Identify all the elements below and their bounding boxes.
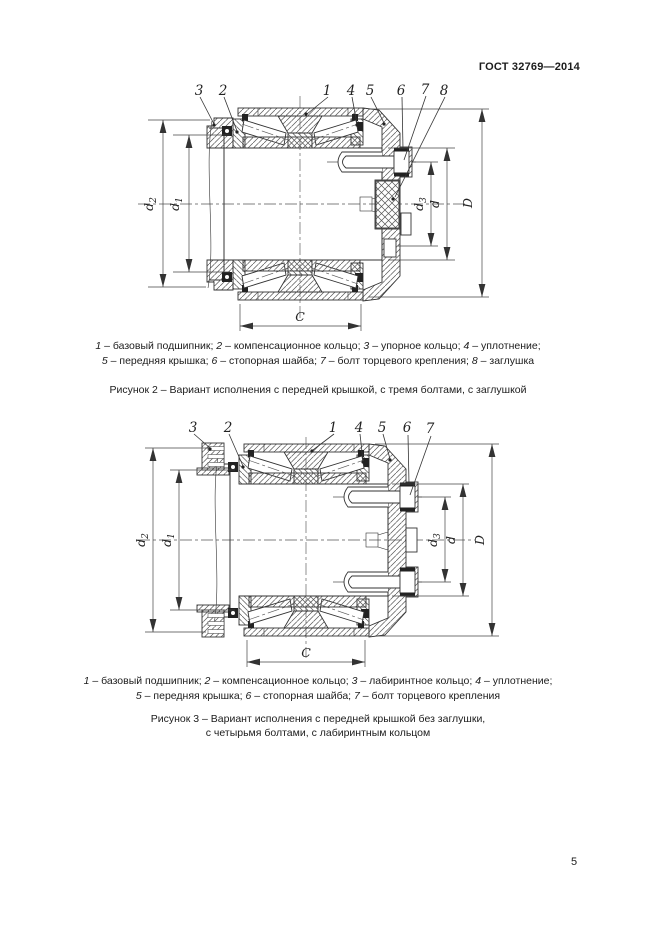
legend-line: 5 – передняя крышка; 6 – стопорная шайба… — [20, 689, 616, 704]
cover-bolt — [327, 147, 416, 177]
legend-item: 7 – болт торцевого крепления — [354, 690, 501, 702]
dim-label-d3: d3 — [425, 533, 443, 547]
callout-4: 4 — [354, 420, 364, 436]
front-cover — [368, 443, 419, 638]
dim-label-d2: d2 — [141, 197, 159, 211]
dim-label-C: C — [301, 645, 311, 660]
callout-2: 2 — [223, 420, 233, 436]
dim-label-d3: d3 — [411, 197, 429, 211]
inner-rings — [248, 468, 367, 612]
dim-label-d1: d1 — [159, 533, 177, 547]
callout-labels: 3 2 1 4 5 6 7 — [189, 420, 435, 437]
figure-3-drawing: d2 d1 d3 d D C 3 2 1 4 5 6 7 — [133, 420, 499, 667]
document-header: ГОСТ 32769—2014 — [478, 61, 580, 73]
page-number: 5 — [571, 856, 578, 868]
callout-6: 6 — [397, 83, 406, 99]
callout-1: 1 — [323, 83, 332, 99]
legend-item: 2 – компенсационное кольцо; — [204, 675, 349, 687]
legend-item: 3 – лабиринтное кольцо; — [351, 675, 473, 687]
figure3-legend: 1 – базовый подшипник; 2 – компенсационн… — [20, 674, 616, 704]
cover-bolt-top — [333, 482, 422, 512]
callout-3: 3 — [189, 420, 198, 436]
legend-line: 1 – базовый подшипник; 2 – компенсационн… — [20, 339, 616, 354]
dim-label-d: d — [427, 200, 442, 208]
dim-label-D: D — [472, 535, 487, 546]
callout-labels: 3 2 1 4 5 6 7 8 — [195, 82, 449, 99]
legend-item: 5 – передняя крышка; — [101, 355, 209, 367]
callout-leaders — [199, 95, 446, 201]
dim-label-D: D — [460, 198, 475, 209]
figure-2-drawing: d2 d1 d3 d D C 3 2 1 4 5 6 7 8 — [138, 82, 489, 331]
legend-item: 5 – передняя крышка; — [135, 690, 243, 702]
legend-item: 1 – базовый подшипник; — [95, 340, 214, 352]
callout-5: 5 — [366, 83, 375, 99]
callout-leaders — [193, 433, 432, 496]
legend-item: 7 – болт торцевого крепления; — [320, 355, 469, 367]
figure2-caption: Рисунок 2 – Вариант исполнения с передне… — [109, 384, 527, 396]
callout-8: 8 — [440, 83, 449, 99]
legend-item: 6 – стопорная шайба; — [211, 355, 318, 367]
callout-2: 2 — [218, 83, 228, 99]
legend-item: 6 – стопорная шайба; — [245, 690, 352, 702]
dimension-lines — [145, 443, 499, 667]
legend-item: 4 – уплотнение; — [475, 675, 553, 687]
inner-rings — [242, 132, 361, 276]
figure3-caption-line1: Рисунок 3 – Вариант исполнения с передне… — [150, 713, 486, 725]
legend-item: 3 – упорное кольцо; — [363, 340, 461, 352]
legend-line: 5 – передняя крышка; 6 – стопорная шайба… — [20, 354, 616, 369]
legend-line: 1 – базовый подшипник; 2 – компенсационн… — [20, 674, 616, 689]
dimension-lines — [148, 108, 489, 331]
dim-label-C: C — [295, 309, 305, 324]
callout-4: 4 — [346, 83, 356, 99]
dim-label-d2: d2 — [133, 533, 151, 547]
callout-7: 7 — [426, 421, 435, 437]
legend-item: 2 – компенсационное кольцо; — [216, 340, 361, 352]
legend-item: 8 – заглушка — [471, 355, 535, 367]
cover-bolt-bottom — [333, 567, 422, 597]
figure3-caption-line2: с четырьмя болтами, с лабиринтным кольцо… — [205, 727, 431, 739]
figure3-caption: Рисунок 3 – Вариант исполнения с передне… — [20, 712, 616, 740]
callout-7: 7 — [421, 82, 430, 98]
legend-item: 4 – уплотнение; — [463, 340, 541, 352]
figure2-legend: 1 – базовый подшипник; 2 – компенсационн… — [20, 339, 616, 369]
callout-1: 1 — [329, 420, 338, 436]
callout-6: 6 — [403, 420, 412, 436]
plug — [374, 179, 401, 230]
dimension-labels: d2 d1 d3 d D C — [141, 197, 475, 324]
callout-5: 5 — [378, 420, 387, 436]
callout-3: 3 — [195, 83, 204, 99]
dim-label-d1: d1 — [167, 197, 185, 211]
legend-item: 1 – базовый подшипник; — [83, 675, 202, 687]
dim-label-d: d — [443, 536, 458, 544]
dimension-labels: d2 d1 d3 d D C — [133, 533, 487, 660]
